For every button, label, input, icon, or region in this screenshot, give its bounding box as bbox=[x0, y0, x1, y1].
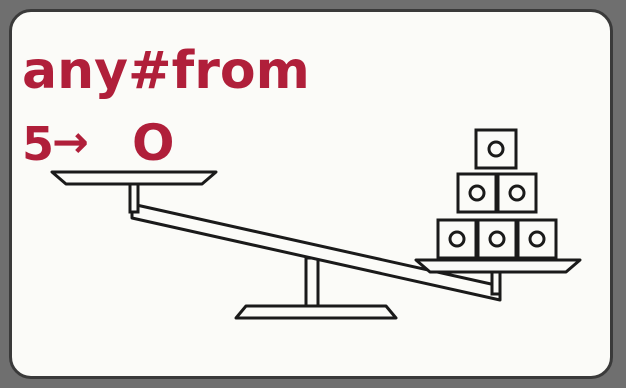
block bbox=[438, 220, 476, 258]
right-pan bbox=[416, 260, 580, 272]
block bbox=[518, 220, 556, 258]
note-zero: O bbox=[132, 114, 175, 172]
note-arrow: → bbox=[52, 117, 89, 168]
note-line-1: any#from bbox=[22, 41, 310, 101]
block bbox=[478, 220, 516, 258]
note-five: 5 bbox=[22, 117, 54, 171]
block-stack bbox=[438, 130, 556, 258]
left-pan bbox=[52, 172, 216, 184]
block bbox=[498, 174, 536, 212]
block bbox=[458, 174, 496, 212]
left-pan-post bbox=[130, 182, 138, 212]
block bbox=[476, 130, 516, 168]
